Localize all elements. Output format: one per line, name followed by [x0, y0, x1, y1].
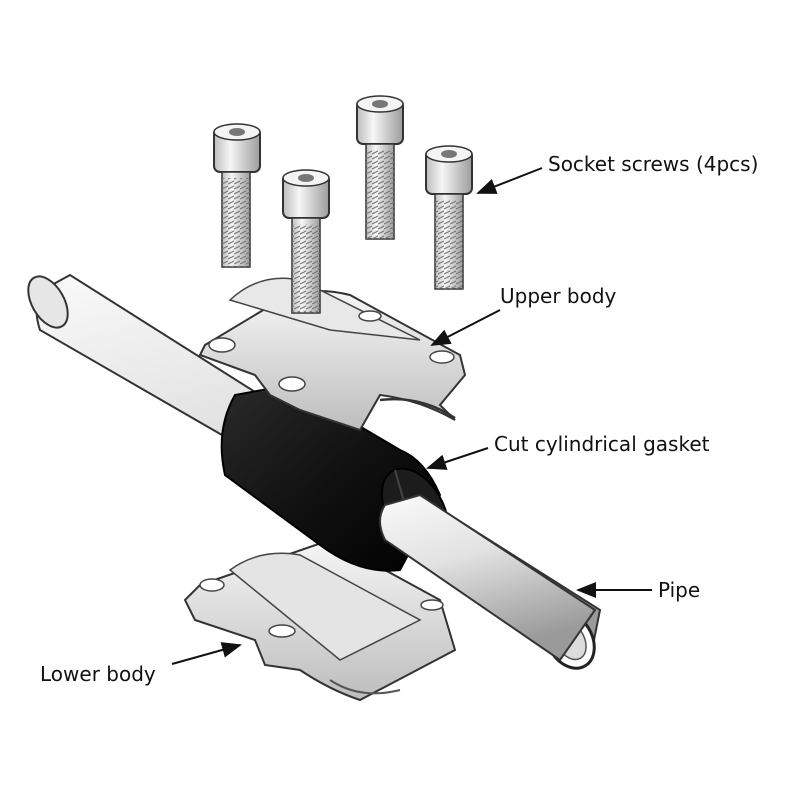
socket-screw-3 [282, 169, 330, 314]
gasket-leader-arrow [426, 447, 489, 470]
upper-body [198, 277, 467, 432]
upper-body-leader-arrow [430, 309, 501, 346]
socket-screw-1 [213, 123, 261, 268]
lower-body [183, 538, 457, 702]
gasket-label: Cut cylindrical gasket [494, 432, 710, 456]
screws-leader-arrow [476, 167, 543, 194]
pipe-label: Pipe [658, 578, 701, 602]
socket-screw-4 [425, 145, 473, 290]
upper-body-label: Upper body [500, 284, 617, 308]
socket-screws-label: Socket screws (4pcs) [548, 152, 759, 176]
lower-body-leader-arrow [171, 642, 242, 665]
lower-body-label: Lower body [40, 662, 156, 686]
pipe-front-segment [379, 493, 597, 662]
socket-screw-2 [356, 95, 404, 240]
